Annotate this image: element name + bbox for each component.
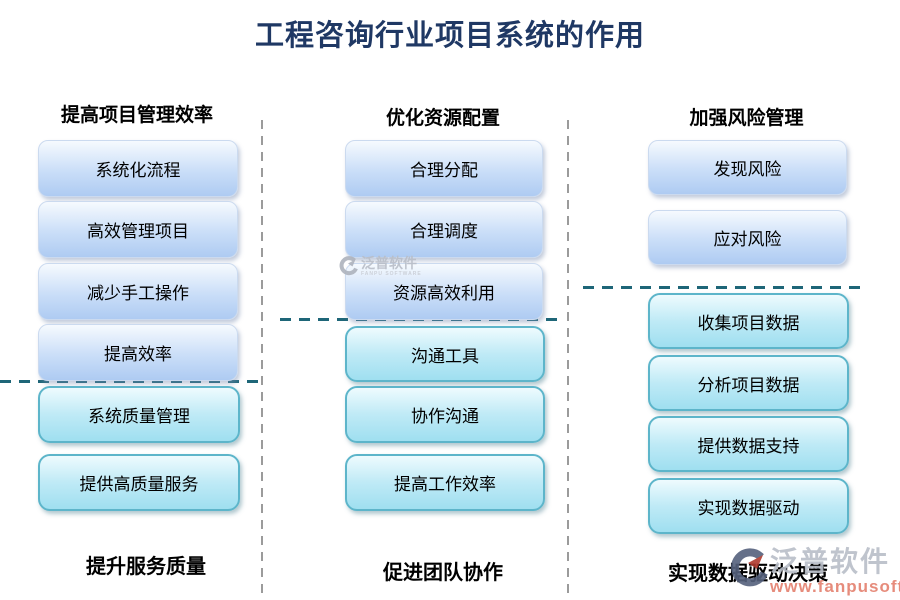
item-box: 合理调度 [345, 201, 543, 258]
item-box: 合理分配 [345, 140, 543, 197]
item-box: 协作沟通 [345, 386, 545, 443]
divider-vertical-left [261, 120, 263, 600]
item-box: 提供数据支持 [648, 416, 849, 472]
column1-bottom-label: 提升服务质量 [86, 556, 206, 578]
item-box: 收集项目数据 [648, 293, 849, 349]
item-box: 系统化流程 [38, 140, 238, 197]
divider-column3 [583, 286, 865, 289]
item-box: 系统质量管理 [38, 386, 240, 443]
item-box: 提高效率 [38, 324, 238, 381]
item-box: 提供高质量服务 [38, 454, 240, 511]
item-box: 应对风险 [648, 210, 847, 265]
item-box: 实现数据驱动 [648, 478, 849, 534]
column3-bottom-label: 实现数据驱动决策 [668, 563, 828, 585]
divider-vertical-right [567, 120, 569, 600]
column2-bottom-label: 促进团队协作 [383, 562, 503, 584]
item-box: 减少手工操作 [38, 263, 238, 320]
item-box: 资源高效利用 [345, 263, 543, 320]
divider-column1 [0, 380, 258, 383]
column3-header: 加强风险管理 [689, 108, 804, 129]
item-box: 发现风险 [648, 140, 847, 195]
column2-header: 优化资源配置 [385, 108, 500, 129]
page-title: 工程咨询行业项目系统的作用 [254, 20, 645, 52]
item-box: 高效管理项目 [38, 201, 238, 258]
item-box: 提高工作效率 [345, 454, 545, 511]
item-box: 沟通工具 [345, 326, 545, 382]
item-box: 分析项目数据 [648, 355, 849, 411]
column1-header: 提高项目管理效率 [60, 105, 213, 126]
